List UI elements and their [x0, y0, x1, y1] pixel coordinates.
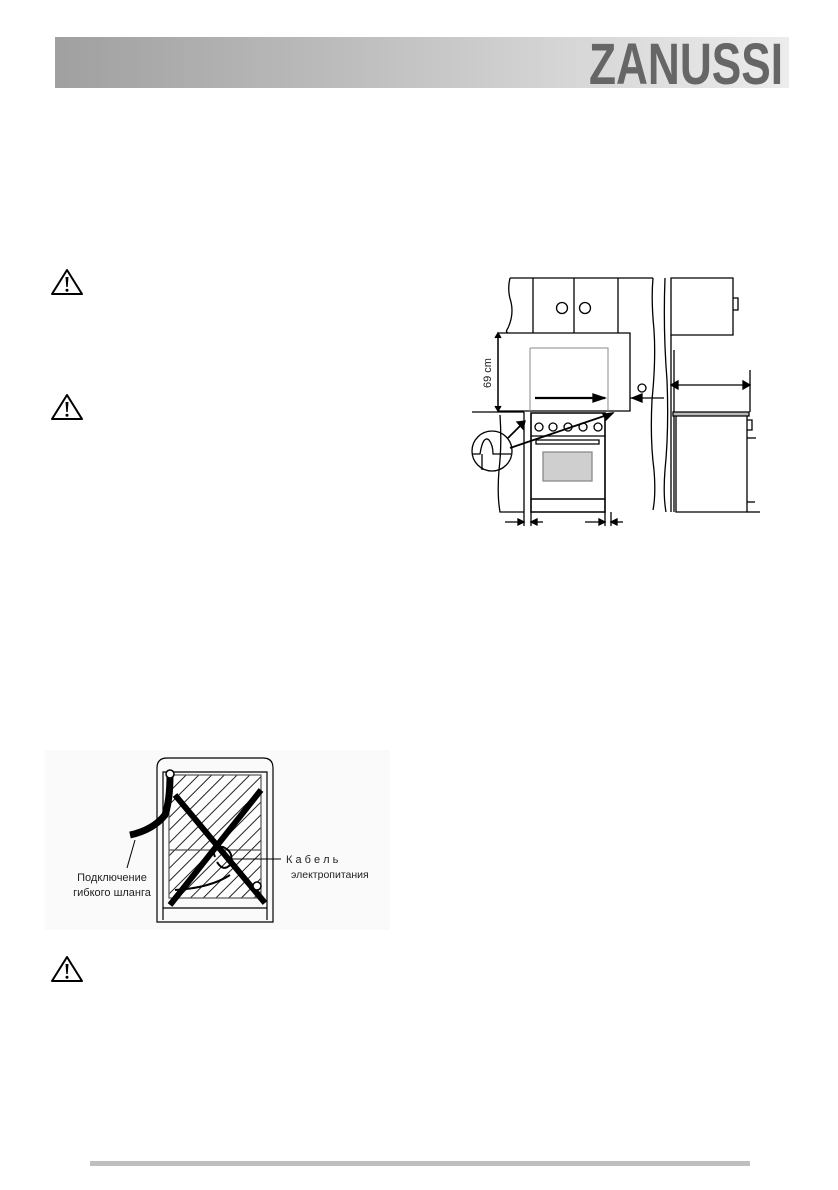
dimension-label-69cm: 69 cm [482, 358, 494, 388]
installation-clearance-diagram: 69 cm [471, 277, 760, 527]
header-bar: ZANUSSI [55, 37, 789, 88]
rear-connection-diagram: Подключение гибкого шланга К а б е л ь э… [45, 750, 390, 930]
hose-connection-label: Подключение [77, 872, 147, 884]
power-cable-label-line2: электропитания [291, 869, 369, 881]
zanussi-logo: ZANUSSI [589, 37, 783, 88]
footer-bar [90, 1161, 750, 1166]
power-cable-label: К а б е л ь [286, 854, 339, 866]
warning-triangle-icon [51, 956, 83, 982]
brand-logo: ZANUSSI [555, 37, 789, 88]
svg-text:ZANUSSI: ZANUSSI [589, 37, 783, 88]
warning-triangle-icon [51, 394, 83, 420]
hose-connection-label-line2: гибкого шланга [73, 887, 152, 899]
warning-triangle-icon [51, 269, 83, 295]
